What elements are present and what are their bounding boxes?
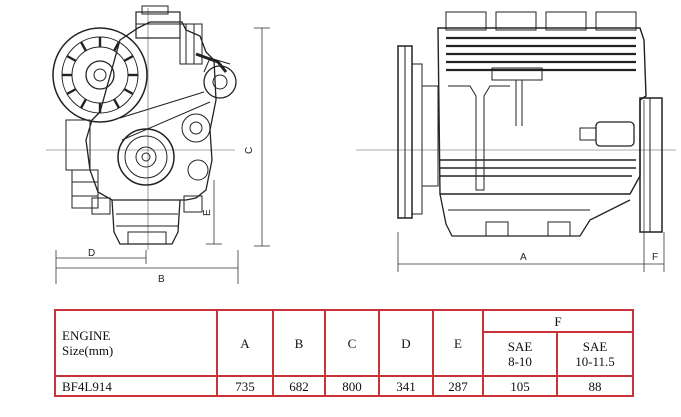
value-f-sae-10-11-5: 88 bbox=[555, 375, 635, 397]
f-sub-1-line1: SAE bbox=[507, 339, 533, 354]
value-e: 287 bbox=[432, 375, 484, 397]
header-d: D bbox=[378, 309, 434, 377]
value-f-sae-8-10: 105 bbox=[482, 375, 558, 397]
value-b: 682 bbox=[272, 375, 326, 397]
header-f: F bbox=[481, 309, 635, 333]
header-f-sae-10-11-5: SAE 10-11.5 bbox=[555, 331, 635, 377]
engine-header-text: ENGINE bbox=[62, 328, 111, 343]
header-e: E bbox=[432, 309, 484, 377]
table-row: BF4L914 735 682 800 341 287 105 88 bbox=[54, 375, 635, 397]
dimension-label-a: A bbox=[520, 252, 527, 263]
dimension-label-b: B bbox=[158, 274, 165, 285]
front-view-dimensions bbox=[55, 27, 270, 284]
value-d: 341 bbox=[378, 375, 434, 397]
engine-dimension-drawings: C E B D bbox=[46, 5, 676, 285]
dimension-label-c: C bbox=[244, 147, 255, 154]
header-f-sae-8-10: SAE 8-10 bbox=[482, 331, 558, 377]
dimension-label-f: F bbox=[652, 252, 658, 263]
engine-size-table: ENGINE Size(mm) A B C D E F SAE 8-10 SAE… bbox=[54, 309, 635, 397]
model-cell: BF4L914 bbox=[54, 375, 218, 397]
value-a: 735 bbox=[216, 375, 274, 397]
engine-size-header: ENGINE Size(mm) bbox=[54, 309, 218, 377]
front-view-engine bbox=[46, 5, 237, 250]
size-unit-text: Size(mm) bbox=[62, 343, 114, 358]
f-sub-2-line2: 10-11.5 bbox=[575, 354, 615, 369]
f-sub-1-line2: 8-10 bbox=[508, 354, 532, 369]
header-b: B bbox=[272, 309, 326, 377]
header-a: A bbox=[216, 309, 274, 377]
f-sub-2-line1: SAE bbox=[582, 339, 608, 354]
value-c: 800 bbox=[324, 375, 380, 397]
side-view-engine bbox=[356, 11, 676, 237]
side-view-dimensions bbox=[397, 100, 665, 272]
header-c: C bbox=[324, 309, 380, 377]
dimension-label-e: E bbox=[202, 209, 213, 216]
dimension-label-d: D bbox=[88, 248, 95, 259]
